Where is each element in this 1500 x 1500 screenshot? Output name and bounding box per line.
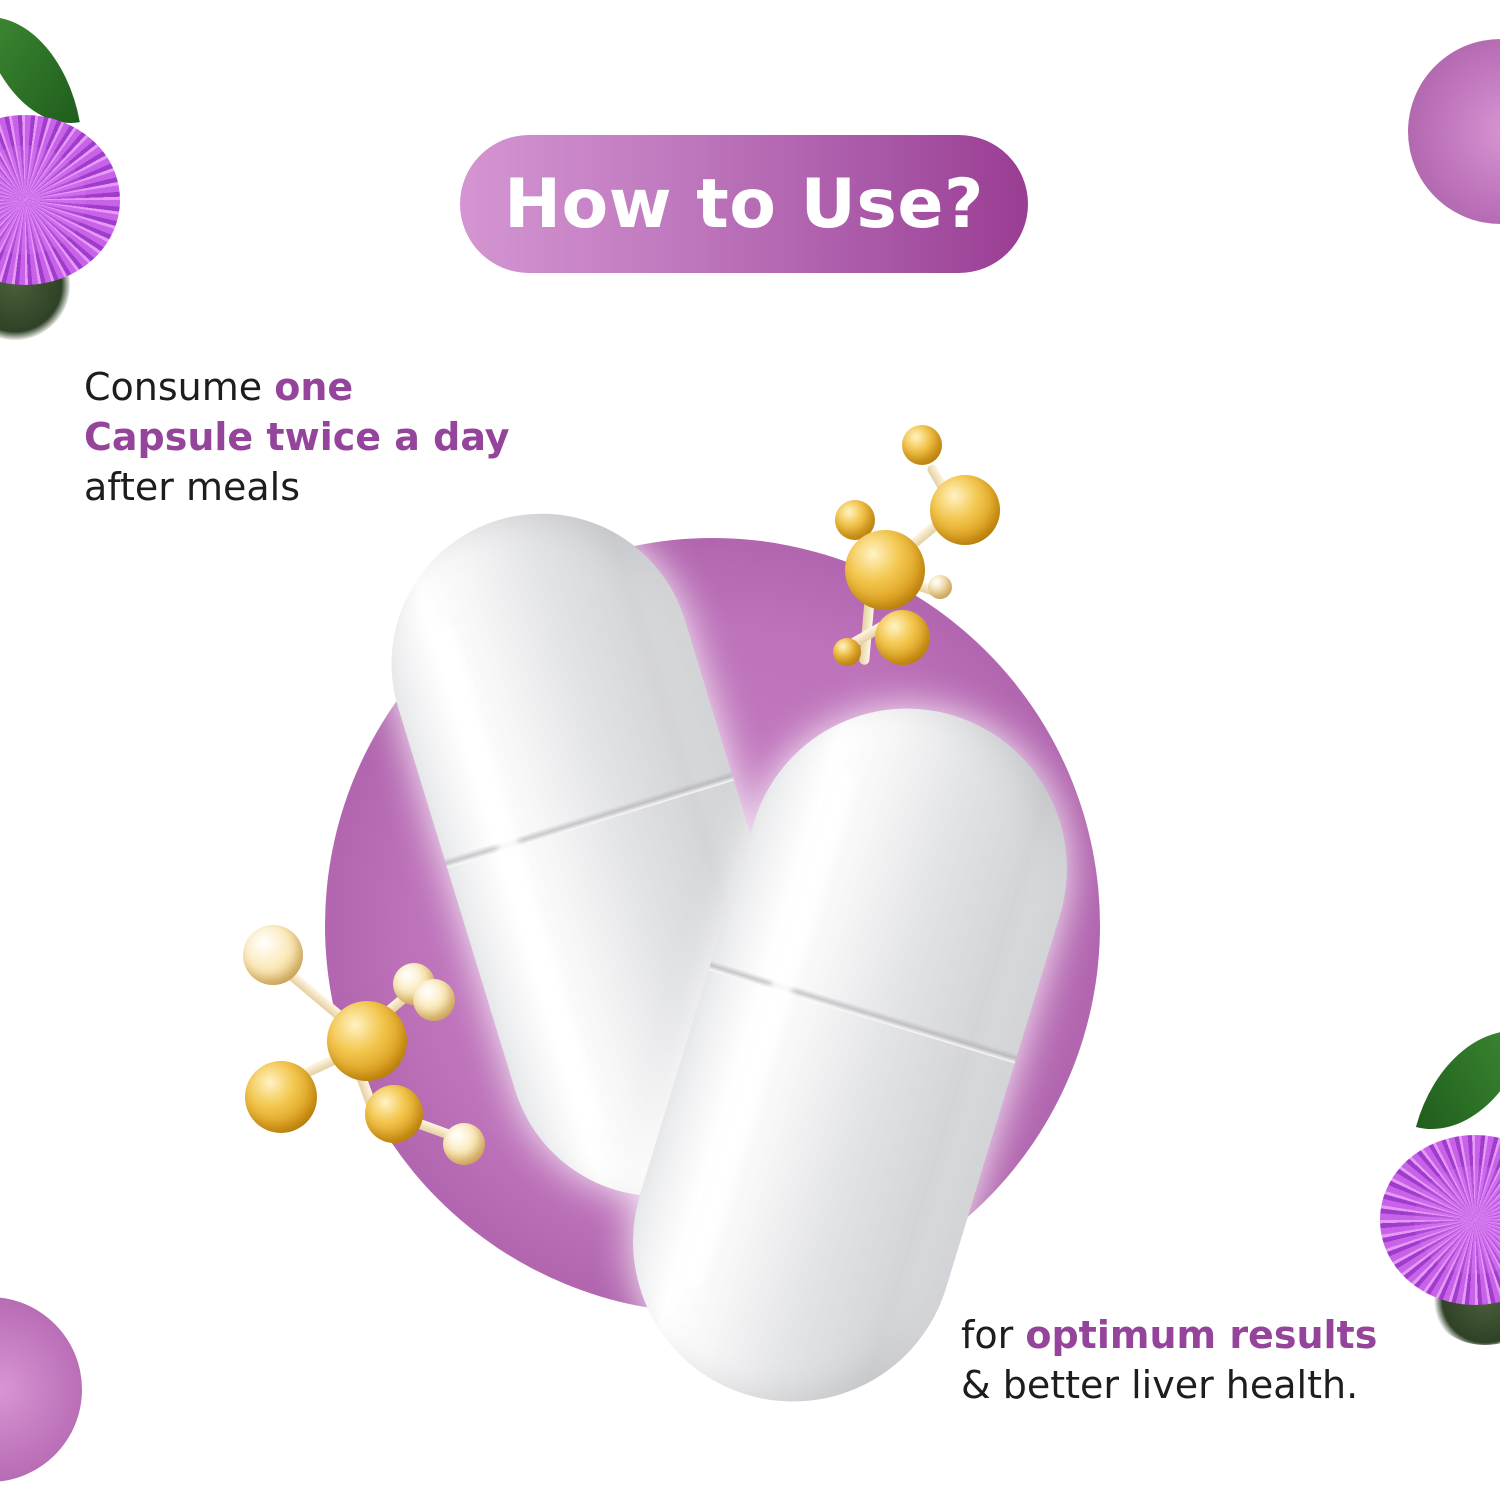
usage-instructions: Consume one Capsule twice a day after me…	[84, 362, 510, 512]
instruction-accent: Capsule twice a day	[84, 415, 510, 459]
thistle-flower-top-left-icon	[0, 0, 130, 340]
golden-molecule-top-icon	[830, 420, 1010, 670]
purple-sphere-bottom-left-icon	[0, 1297, 82, 1482]
instruction-line-3: after meals	[84, 462, 510, 512]
instruction-text: after meals	[84, 465, 301, 509]
page-title: How to Use?	[504, 164, 984, 244]
benefit-plain: & better liver health.	[961, 1363, 1359, 1407]
golden-molecule-bottom-icon	[235, 915, 495, 1165]
instruction-text: Consume	[84, 365, 275, 409]
benefit-accent: optimum results	[1025, 1313, 1378, 1357]
thistle-flower-bottom-right-icon	[1370, 1011, 1500, 1345]
instruction-accent: one	[274, 365, 354, 409]
purple-sphere-top-right-icon	[1408, 39, 1500, 224]
benefit-text: for optimum results & better liver healt…	[961, 1310, 1377, 1410]
benefit-line-1: for optimum results	[961, 1310, 1377, 1360]
benefit-line-2: & better liver health.	[961, 1360, 1377, 1410]
instruction-line-1: Consume one	[84, 362, 510, 412]
title-banner: How to Use?	[460, 135, 1028, 273]
instruction-line-2: Capsule twice a day	[84, 412, 510, 462]
benefit-plain: for	[961, 1313, 1026, 1357]
